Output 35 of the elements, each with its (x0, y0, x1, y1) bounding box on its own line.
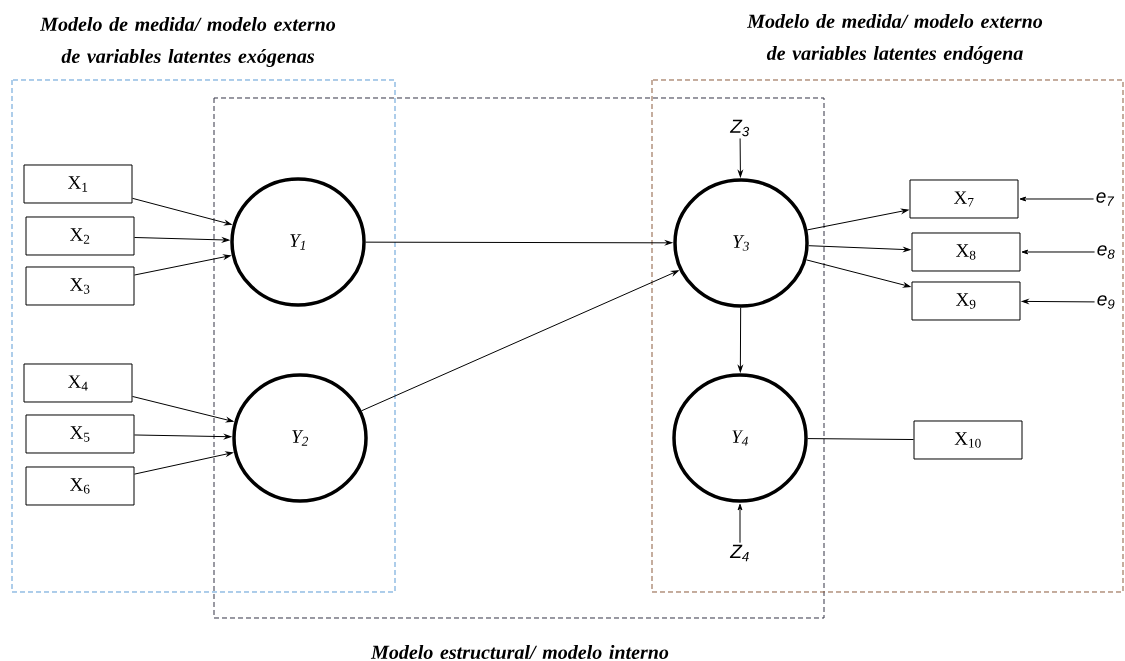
indicator-box: X$_{6}$ (25, 466, 135, 506)
arrow (737, 307, 743, 373)
indicator-box: X$_{5}$ (25, 414, 135, 454)
arrow (1019, 196, 1095, 202)
indicator-box: X$_{7}$ (909, 179, 1019, 219)
error-term: e$_{7}$ (1096, 192, 1115, 206)
arrow (737, 137, 743, 178)
arrow (1021, 249, 1096, 255)
arrow (132, 395, 234, 423)
indicator-box: X$_{10}$ (913, 420, 1023, 460)
arrow (1021, 299, 1096, 304)
indicator-box: X$_{8}$ (911, 232, 1021, 272)
error-term: Z$_{4}$ (729, 544, 749, 562)
arrow (806, 208, 909, 231)
indicator-box: X$_{2}$ (25, 216, 135, 256)
arrow (365, 240, 673, 246)
error-term: e$_{8}$ (1097, 245, 1115, 259)
indicator-box: X$_{9}$ (911, 281, 1021, 321)
error-term: e$_{9}$ (1097, 295, 1115, 309)
arrow (361, 270, 679, 412)
region-heading: Modelo de medida/ modelo externo de variables latentes exógenas (40, 16, 336, 68)
arrow (134, 434, 232, 440)
indicator-box: X$_{4}$ (23, 363, 133, 403)
arrow (134, 237, 230, 243)
arrow (134, 254, 231, 276)
arrow (805, 259, 911, 288)
region-heading: Modelo estructural/ modelo interno (370, 644, 669, 660)
arrow (737, 503, 743, 544)
indicator-box: X$_{3}$ (25, 266, 135, 306)
indicator-box: X$_{1}$ (23, 164, 133, 204)
region-heading: Modelo de medida/ modelo externo de variables latentes endógena (747, 13, 1043, 65)
error-term: Z$_{3}$ (729, 119, 750, 137)
arrow (134, 451, 233, 475)
arrow (808, 245, 911, 252)
arrow (132, 197, 232, 226)
